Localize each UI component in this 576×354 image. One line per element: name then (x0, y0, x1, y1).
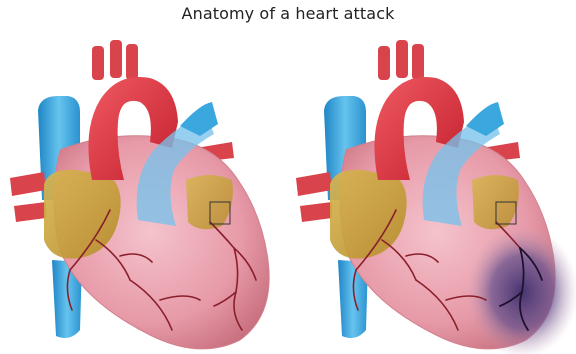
aortic-branch (396, 40, 408, 78)
pulmonary-vein (300, 202, 332, 222)
heart-attack-illustration (286, 30, 576, 354)
aortic-branch (92, 46, 104, 80)
aortic-branch (378, 46, 390, 80)
pulmonary-vein (10, 172, 46, 196)
aortic-branch (126, 44, 138, 80)
aortic-branch (412, 44, 424, 80)
page-title: Anatomy of a heart attack (0, 4, 576, 23)
pulmonary-vein (296, 172, 332, 196)
healthy-heart-illustration (0, 30, 290, 354)
aortic-branch (110, 40, 122, 78)
pulmonary-vein (14, 202, 46, 222)
